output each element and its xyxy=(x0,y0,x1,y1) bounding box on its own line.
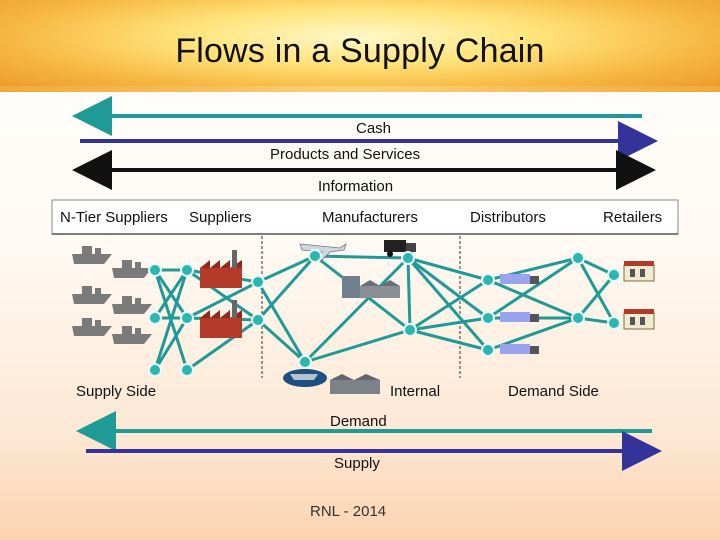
truck-icon xyxy=(500,274,539,354)
factory-icon xyxy=(200,250,242,338)
demand-label: Demand xyxy=(330,413,387,430)
tier-retailers: Retailers xyxy=(603,209,663,226)
tier-suppliers: Suppliers xyxy=(189,209,252,226)
information-label: Information xyxy=(318,178,394,195)
demand-side-label: Demand Side xyxy=(508,383,599,400)
tier-distributors: Distributors xyxy=(470,209,546,226)
footer-credit: RNL - 2014 xyxy=(310,503,387,520)
internal-label: Internal xyxy=(390,383,441,400)
store-icon xyxy=(623,261,655,330)
cash-label: Cash xyxy=(356,120,392,137)
tier-manufacturers: Manufacturers xyxy=(322,209,418,226)
supply-label: Supply xyxy=(334,455,380,472)
title-banner xyxy=(0,0,720,92)
supply-side-label: Supply Side xyxy=(76,383,157,400)
slide-title: Flows in a Supply Chain xyxy=(175,32,545,70)
products-label: Products and Services xyxy=(270,146,421,163)
network-nodes xyxy=(148,249,621,377)
plane-truck-warehouse-icon xyxy=(283,240,416,394)
ship-icon xyxy=(72,246,152,344)
tier-n-tier-suppliers: N-Tier Suppliers xyxy=(60,209,168,226)
